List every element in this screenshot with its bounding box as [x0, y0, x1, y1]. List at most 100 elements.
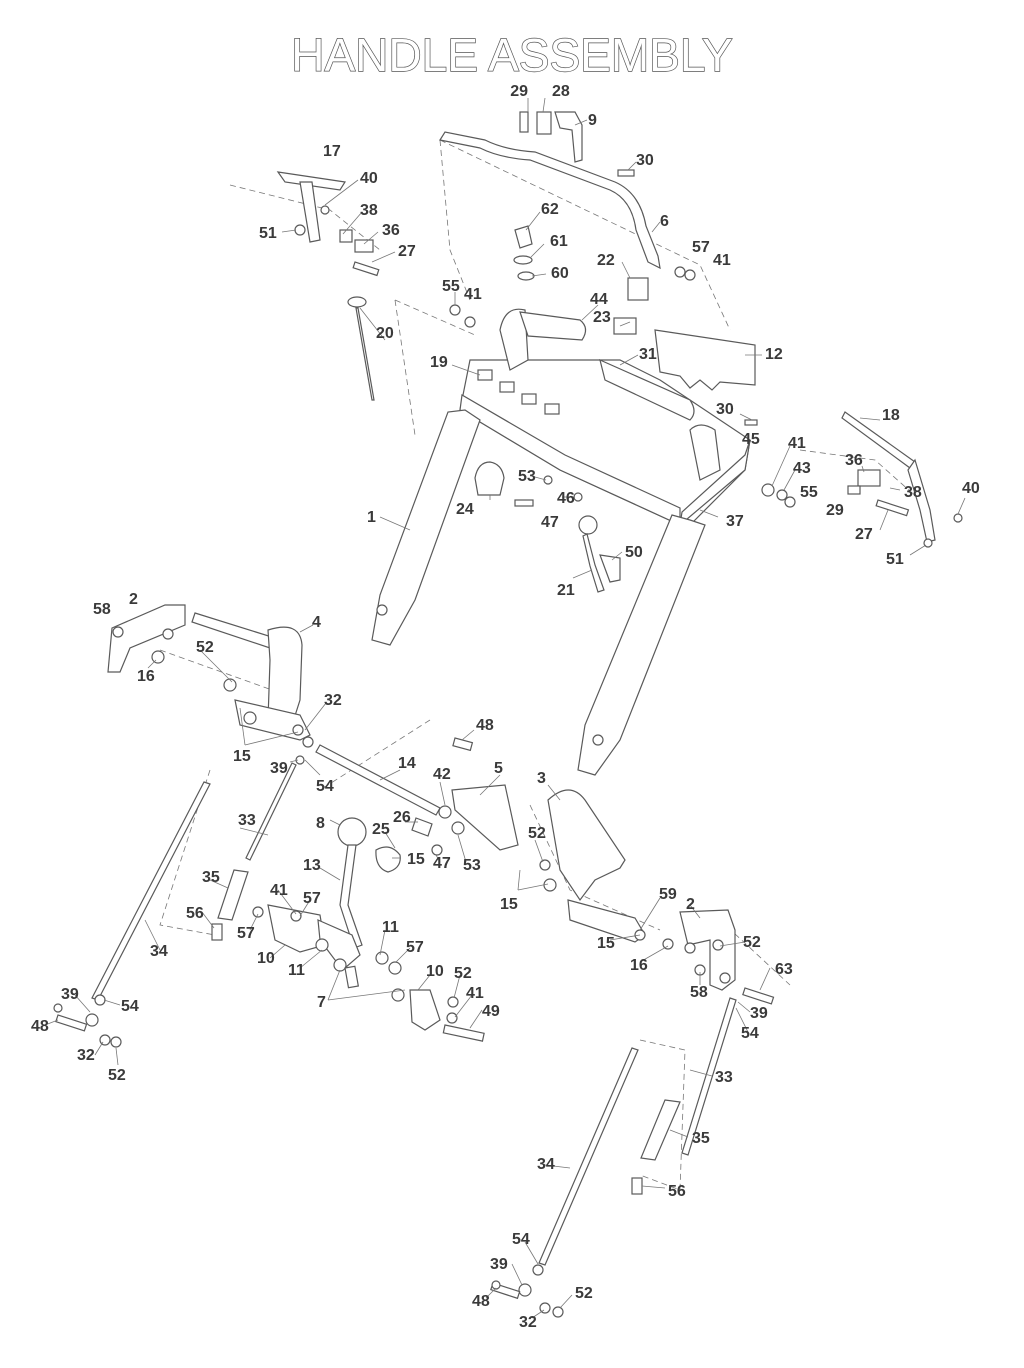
nut-57 — [674, 266, 686, 278]
decal-19c — [521, 393, 537, 405]
callout: 52 — [575, 1285, 593, 1302]
callout: 3 — [537, 770, 546, 787]
callout: 52 — [108, 1067, 126, 1084]
leg-1-hole — [376, 604, 388, 616]
console-side — [679, 439, 751, 527]
callout: 41 — [466, 985, 484, 1002]
leader-lines — [44, 97, 966, 1319]
switch-23 — [613, 317, 637, 335]
callout: 11 — [382, 919, 399, 936]
callout: 15 — [233, 748, 251, 765]
callout: 32 — [324, 692, 342, 709]
callout: 58 — [93, 601, 111, 618]
callout: 29 — [510, 83, 528, 100]
callout: 39 — [490, 1256, 508, 1273]
lower-left-linkage — [107, 604, 474, 816]
callout: 35 — [692, 1130, 710, 1147]
callout: 55 — [800, 484, 818, 501]
leg-37-hole — [592, 734, 604, 746]
lever-bar-top — [519, 311, 587, 341]
callout: 62 — [541, 201, 559, 218]
washer-41b — [684, 269, 696, 281]
washer-60 — [517, 271, 535, 281]
callout: 41 — [713, 252, 731, 269]
callout: 15 — [407, 851, 425, 868]
callout: 16 — [630, 957, 648, 974]
callout: 9 — [588, 112, 597, 129]
switch-22 — [627, 277, 649, 301]
callout: 2 — [129, 591, 138, 608]
callout: 52 — [743, 934, 761, 951]
callout: 60 — [551, 265, 569, 282]
knob-21 — [578, 515, 598, 535]
callout: 34 — [537, 1156, 555, 1173]
callout: 14 — [398, 755, 416, 772]
leg-37 — [577, 514, 706, 776]
callout: 22 — [597, 252, 615, 269]
callout: 41 — [464, 286, 482, 303]
callout: 6 — [660, 213, 669, 230]
center-lever — [252, 817, 485, 1042]
bolt-47 — [514, 499, 534, 507]
callout: 41 — [270, 882, 288, 899]
callout: 51 — [886, 551, 904, 568]
callout: 21 — [557, 582, 575, 599]
nut-55 — [449, 304, 461, 316]
callout: 59 — [659, 886, 677, 903]
callout: 43 — [793, 460, 811, 477]
callout: 27 — [398, 243, 416, 260]
bracket-50 — [599, 554, 621, 583]
callout: 15 — [500, 896, 518, 913]
callout: 53 — [518, 468, 536, 485]
callout: 38 — [904, 484, 922, 501]
callout: 27 — [855, 526, 873, 543]
callout: 53 — [463, 857, 481, 874]
diagram-title: HANDLE ASSEMBLY — [291, 28, 734, 81]
left-rods — [53, 762, 297, 1048]
callout: 52 — [196, 639, 214, 656]
callout: 54 — [741, 1025, 759, 1042]
callout: 42 — [433, 766, 451, 783]
callout: 61 — [550, 233, 568, 250]
callout: 20 — [376, 325, 394, 342]
callout: 40 — [360, 170, 378, 187]
handle-bar — [439, 131, 661, 270]
callout: 29 — [826, 502, 844, 519]
knob-24 — [474, 461, 505, 496]
callout: 1 — [367, 509, 376, 526]
callout: 24 — [456, 501, 474, 518]
callout: 54 — [512, 1231, 530, 1248]
key-62 — [514, 225, 533, 249]
callout: 32 — [77, 1047, 95, 1064]
callout: 2 — [686, 896, 695, 913]
callout: 57 — [303, 890, 321, 907]
callout: 54 — [121, 998, 139, 1015]
callout: 37 — [726, 513, 744, 530]
callout: 7 — [317, 994, 326, 1011]
callout: 13 — [303, 857, 321, 874]
callout: 56 — [186, 905, 204, 922]
callout: 5 — [494, 760, 503, 777]
callout: 41 — [788, 435, 806, 452]
leg-1 — [371, 409, 481, 646]
callout: 48 — [476, 717, 494, 734]
callout: 58 — [690, 984, 708, 1001]
callout: 52 — [454, 965, 472, 982]
decal-12 — [654, 329, 756, 391]
callout: 36 — [382, 222, 400, 239]
bolt-30b — [744, 419, 758, 426]
callout: 35 — [202, 869, 220, 886]
callout: 34 — [150, 943, 168, 960]
callout: 54 — [316, 778, 334, 795]
callout: 47 — [433, 855, 451, 872]
callout: 56 — [668, 1183, 686, 1200]
callout: 23 — [593, 309, 611, 326]
nut-55b — [784, 496, 796, 508]
callout: 31 — [639, 346, 657, 363]
callout: 28 — [552, 83, 570, 100]
callout: 18 — [882, 407, 900, 424]
callout: 19 — [430, 354, 448, 371]
callout: 39 — [750, 1005, 768, 1022]
callout: 30 — [716, 401, 734, 418]
